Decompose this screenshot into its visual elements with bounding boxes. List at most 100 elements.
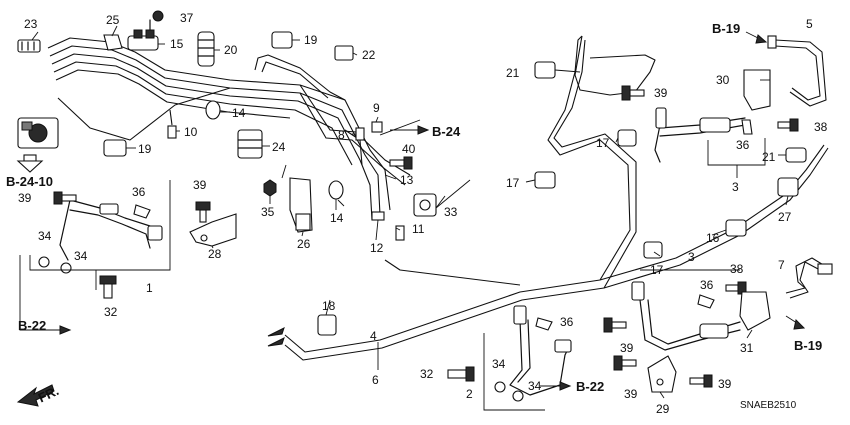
front-direction-arrow xyxy=(16,384,55,407)
part-39-bolt-top xyxy=(621,85,645,101)
part-22-clip xyxy=(334,45,354,61)
part-32-bolt-left xyxy=(99,275,117,299)
part-36-clip-bottom xyxy=(535,317,553,331)
callout-19: 19 xyxy=(304,33,318,47)
ref-b24-10: B-24-10 xyxy=(6,174,53,189)
part-20-grommet xyxy=(197,31,215,67)
part-9-fitting xyxy=(371,121,383,133)
part-19-clip-top xyxy=(271,31,293,49)
group-bracket-1 xyxy=(29,180,171,290)
part-36-clip-top xyxy=(741,119,753,135)
part-21-clip-right xyxy=(785,147,807,163)
group-bracket-2 xyxy=(483,333,545,411)
callout-6: 6 xyxy=(372,373,379,387)
callout-16: 16 xyxy=(706,231,720,245)
callout-29: 29 xyxy=(656,402,670,416)
part-36-clip-right xyxy=(697,294,715,309)
b24-arrow xyxy=(379,119,430,136)
callout-34: 34 xyxy=(492,357,506,371)
b19-top-arrow xyxy=(745,31,768,44)
callout-13: 13 xyxy=(400,173,414,187)
callout-35: 35 xyxy=(261,205,275,219)
callout-12: 12 xyxy=(370,241,384,255)
ref-b22-bottom: B-22 xyxy=(576,379,604,394)
callout-36: 36 xyxy=(700,278,714,292)
callout-17: 17 xyxy=(596,136,610,150)
b19-bottom-arrow xyxy=(785,315,806,330)
callout-14: 14 xyxy=(330,211,344,225)
callout-15: 15 xyxy=(170,37,184,51)
callout-8: 8 xyxy=(338,128,345,142)
part-39-bolt-center xyxy=(195,201,211,223)
part-30-bracket xyxy=(743,69,771,111)
group-bracket-3-top xyxy=(707,138,766,178)
callout-39: 39 xyxy=(620,341,634,355)
leader-lines xyxy=(31,25,789,399)
part-7-fitting xyxy=(817,263,833,275)
callout-22: 22 xyxy=(362,48,376,62)
front-hose-1 xyxy=(59,199,163,261)
part-10-fitting xyxy=(167,125,177,139)
ref-b19-bottom: B-19 xyxy=(794,338,822,353)
front-label: FR. xyxy=(36,383,61,405)
callout-5: 5 xyxy=(806,17,813,31)
front-hose-2 xyxy=(509,305,572,396)
callout-2: 2 xyxy=(466,387,473,401)
callout-11: 11 xyxy=(412,222,425,236)
callout-32: 32 xyxy=(420,367,434,381)
callout-39: 39 xyxy=(624,387,638,401)
part-23-connector xyxy=(17,39,41,53)
part-39-bolt-left xyxy=(53,191,77,205)
callout-23: 23 xyxy=(24,17,38,31)
rear-hose-3-top xyxy=(654,107,746,163)
part-27-clip xyxy=(777,177,799,197)
callout-7: 7 xyxy=(778,258,785,272)
part-24-grommet xyxy=(237,129,263,159)
callout-39: 39 xyxy=(654,86,668,100)
rear-hose-3-bottom xyxy=(631,281,741,351)
part-8-fitting xyxy=(355,127,365,141)
callout-38: 38 xyxy=(730,262,744,276)
callout-20: 20 xyxy=(224,43,238,57)
part-11-fitting xyxy=(395,225,405,241)
part-31-bracket xyxy=(739,291,771,331)
callout-33: 33 xyxy=(444,205,458,219)
part-26-bracket xyxy=(289,177,313,233)
rear-right-pipes xyxy=(774,39,827,299)
callout-14: 14 xyxy=(232,106,246,120)
callout-4: 4 xyxy=(370,329,377,343)
ref-b24: B-24 xyxy=(432,124,461,139)
part-29-bracket xyxy=(647,355,677,393)
part-32-bolt-bottom xyxy=(447,366,475,382)
callout-37: 37 xyxy=(180,11,194,25)
callout-36: 36 xyxy=(736,138,750,152)
part-33-block xyxy=(413,193,437,217)
callout-32: 32 xyxy=(104,305,118,319)
callout-28: 28 xyxy=(208,247,222,261)
callout-27: 27 xyxy=(778,210,792,224)
part-17-clip-a xyxy=(617,129,637,147)
part-25-bracket xyxy=(103,34,123,51)
callout-9: 9 xyxy=(373,101,380,115)
ref-b19-top: B-19 xyxy=(712,21,740,36)
part-36-clip-left xyxy=(133,204,151,219)
part-16-clip xyxy=(725,219,747,237)
callout-10: 10 xyxy=(184,125,198,139)
part-39-bolt-right-low xyxy=(613,355,637,371)
callout-24: 24 xyxy=(272,140,286,154)
part-34-washers-left xyxy=(38,256,72,274)
diagram-code: SNAEB2510 xyxy=(740,400,797,411)
callout-18: 18 xyxy=(322,299,336,313)
callout-36: 36 xyxy=(132,185,146,199)
b24-10-arrow xyxy=(16,154,44,173)
callout-34: 34 xyxy=(528,379,542,393)
part-12-fitting xyxy=(371,211,385,221)
callout-39: 39 xyxy=(718,377,732,391)
part-14-grommet-b xyxy=(328,180,344,200)
callout-40: 40 xyxy=(402,142,416,156)
front-pipe-bundle xyxy=(47,37,411,221)
callout-36: 36 xyxy=(560,315,574,329)
part-34-washers-bottom xyxy=(494,381,524,402)
callout-3: 3 xyxy=(732,180,739,194)
